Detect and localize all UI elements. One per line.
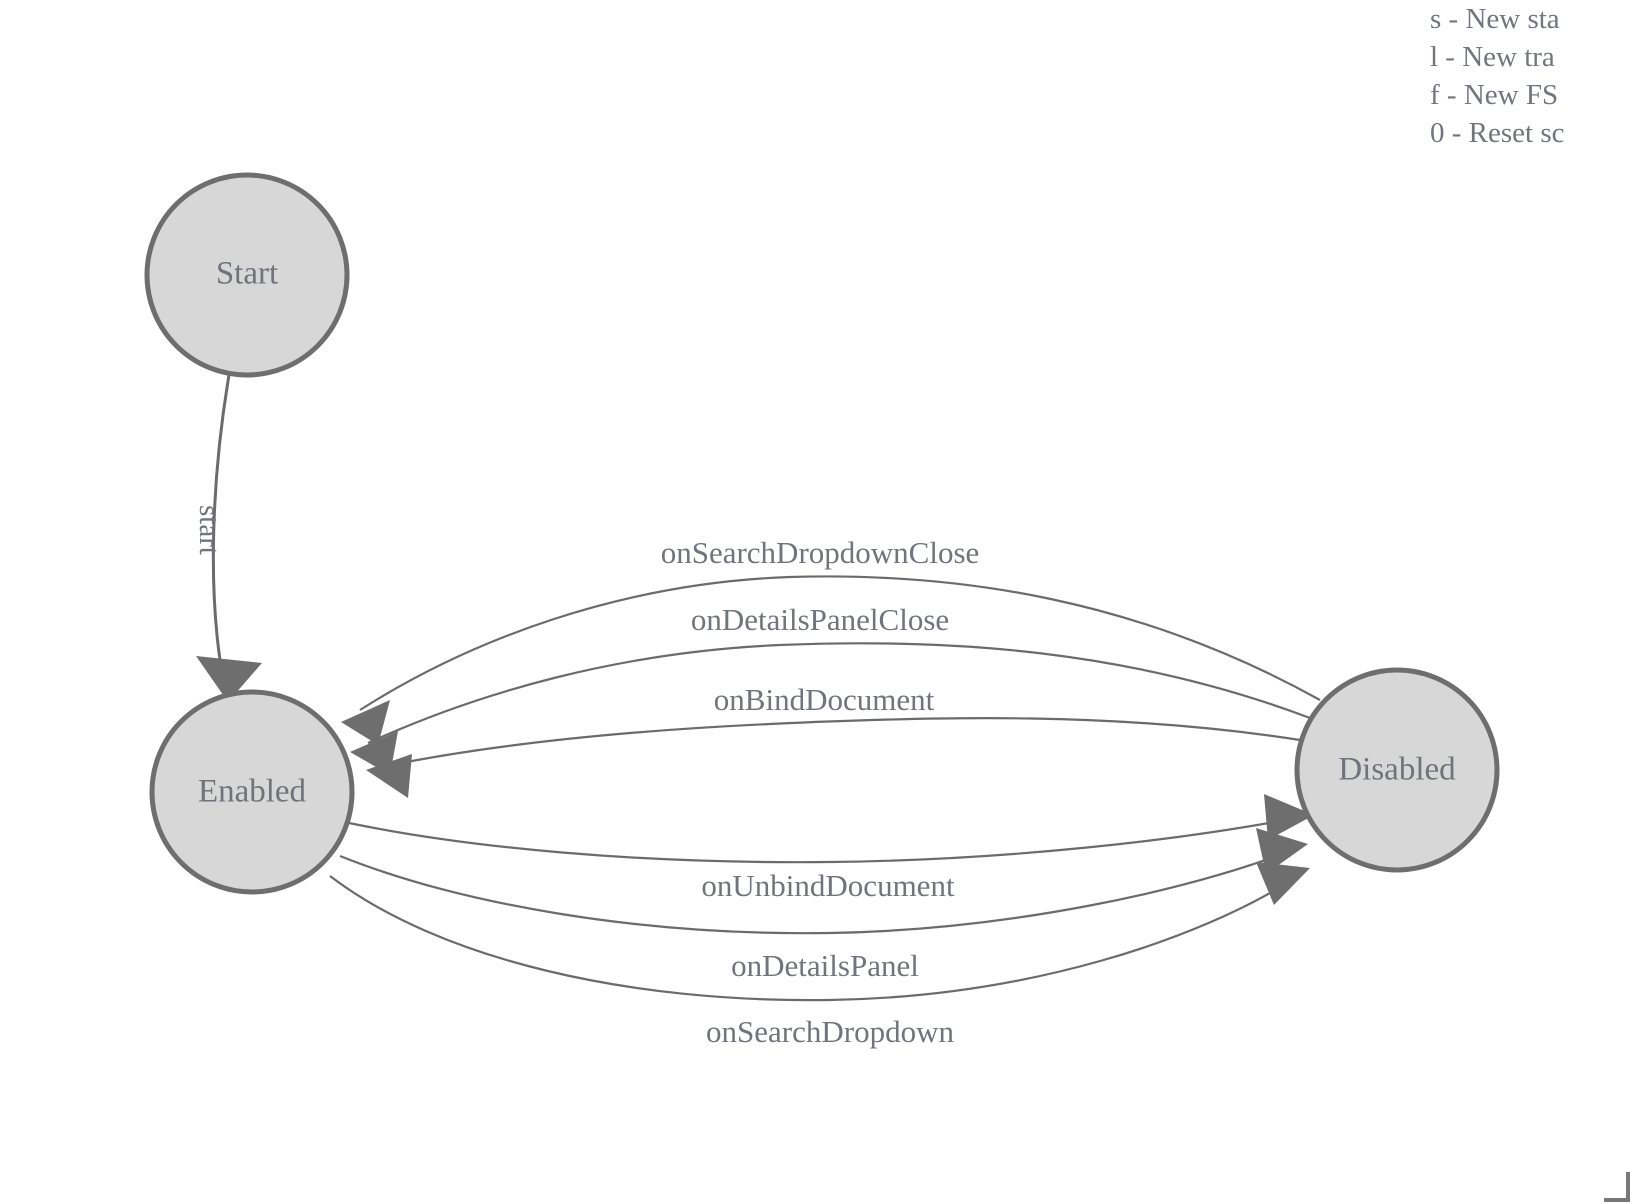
transition-start-label: start [193, 505, 225, 555]
transition-onunbinddocument[interactable]: onUnbindDocument [348, 794, 1314, 903]
state-node-start[interactable]: Start [144, 172, 350, 378]
state-node-disabled[interactable]: Disabled [1294, 667, 1500, 873]
transition-onsearchdropdownclose-label: onSearchDropdownClose [661, 535, 980, 570]
transition-onunbinddocument-arrowhead [1264, 794, 1314, 840]
state-node-enabled-circle[interactable] [149, 689, 355, 895]
transition-ondetailspanelclose-path [367, 642, 1311, 745]
canvas-corner-handle-mark [1604, 1172, 1630, 1202]
canvas-corner-handle[interactable] [1604, 1172, 1630, 1202]
transition-onsearchdropdown-label: onSearchDropdown [706, 1014, 954, 1049]
transition-onunbinddocument-label: onUnbindDocument [701, 868, 955, 903]
transition-start-arrowhead [196, 656, 262, 702]
transition-ondetailspanel-label: onDetailsPanel [731, 948, 919, 983]
transition-start-path [211, 374, 231, 685]
transition-onbinddocument[interactable]: onBindDocument [366, 682, 1301, 798]
state-node-enabled-label: Enabled [198, 774, 307, 810]
transition-ondetailspanel-arrowhead [1256, 828, 1308, 874]
transition-onsearchdropdown-arrowhead [1256, 862, 1310, 905]
transition-start[interactable]: start [193, 374, 262, 702]
state-node-start-label: Start [216, 256, 278, 292]
transition-onsearchdropdown[interactable]: onSearchDropdown [329, 862, 1310, 1049]
transition-onbinddocument-path [385, 717, 1301, 768]
transition-onunbinddocument-path [348, 816, 1297, 864]
transition-ondetailspanel[interactable]: onDetailsPanel [339, 828, 1308, 983]
state-node-enabled[interactable]: Enabled [149, 689, 355, 895]
transition-ondetailspanel-path [339, 849, 1291, 935]
state-node-disabled-circle[interactable] [1294, 667, 1500, 873]
transition-onsearchdropdownclose[interactable]: onSearchDropdownClose [341, 535, 1321, 745]
transition-onbinddocument-arrowhead [366, 754, 412, 798]
state-node-start-circle[interactable] [144, 172, 350, 378]
transition-onbinddocument-label: onBindDocument [714, 682, 935, 717]
transition-onsearchdropdownclose-path [359, 575, 1321, 711]
transition-onsearchdropdownclose-arrowhead [341, 700, 390, 745]
state-node-disabled-label: Disabled [1338, 752, 1456, 788]
transition-ondetailspanelclose-label: onDetailsPanelClose [691, 602, 949, 637]
transition-onsearchdropdown-path [329, 875, 1293, 1002]
